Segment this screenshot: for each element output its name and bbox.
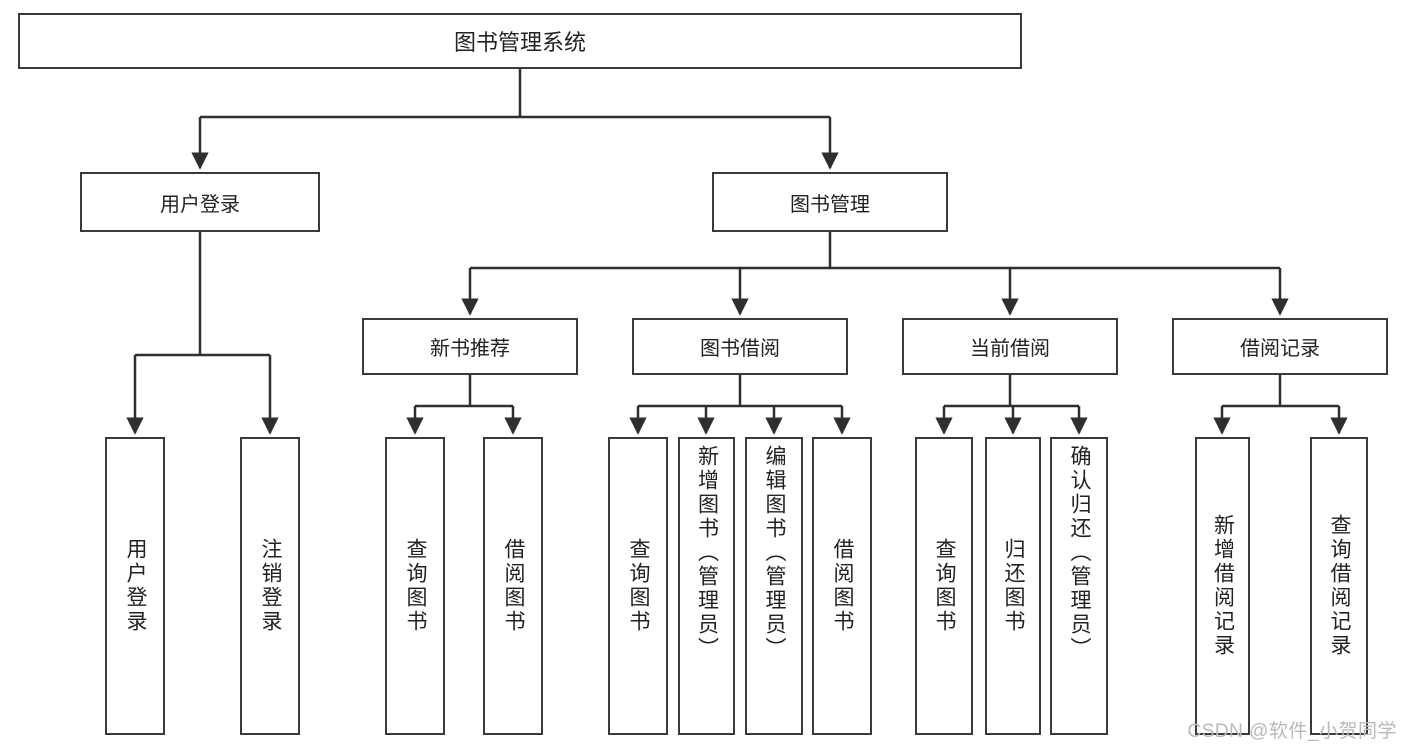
- leaf-add-book-admin[interactable]: 新增图书（管理员）: [678, 437, 735, 735]
- leaf-label: 确认归还（管理员）: [1068, 445, 1092, 661]
- node-book-management[interactable]: 图书管理: [712, 172, 948, 232]
- node-root[interactable]: 图书管理系统: [18, 13, 1022, 69]
- leaf-label: 查询借阅记录: [1328, 514, 1352, 658]
- leaf-confirm-return-admin[interactable]: 确认归还（管理员）: [1050, 437, 1108, 735]
- leaf-label: 归还图书: [1002, 538, 1026, 634]
- leaf-edit-book-admin[interactable]: 编辑图书（管理员）: [745, 437, 803, 735]
- leaf-add-borrow-record[interactable]: 新增借阅记录: [1195, 437, 1250, 735]
- node-borrow-records-label: 借阅记录: [1240, 338, 1320, 360]
- leaf-label: 用户登录: [124, 538, 148, 634]
- leaf-query-borrow-record[interactable]: 查询借阅记录: [1310, 437, 1368, 735]
- node-book-borrow[interactable]: 图书借阅: [632, 318, 848, 375]
- node-borrow-records[interactable]: 借阅记录: [1172, 318, 1388, 375]
- leaf-label: 注销登录: [259, 538, 283, 634]
- leaf-user-login[interactable]: 用户登录: [105, 437, 165, 735]
- node-new-book-recommend-label: 新书推荐: [430, 338, 510, 360]
- leaf-borrow-book[interactable]: 借阅图书: [812, 437, 872, 735]
- leaf-logout[interactable]: 注销登录: [240, 437, 300, 735]
- leaf-label: 编辑图书（管理员）: [763, 445, 787, 661]
- watermark-text: CSDN @软件_小贺同学: [1187, 721, 1397, 742]
- node-book-management-label: 图书管理: [790, 193, 870, 216]
- leaf-label: 查询图书: [627, 538, 651, 634]
- node-current-borrow[interactable]: 当前借阅: [902, 318, 1118, 375]
- leaf-label: 借阅图书: [831, 538, 855, 634]
- node-book-borrow-label: 图书借阅: [700, 338, 780, 360]
- leaf-label: 借阅图书: [502, 538, 526, 634]
- leaf-label: 新增图书（管理员）: [695, 445, 719, 661]
- leaf-query-book-recommend[interactable]: 查询图书: [385, 437, 445, 735]
- node-current-borrow-label: 当前借阅: [970, 338, 1050, 360]
- leaf-label: 查询图书: [933, 538, 957, 634]
- leaf-label: 新增借阅记录: [1211, 514, 1235, 658]
- leaf-borrow-book-recommend[interactable]: 借阅图书: [483, 437, 543, 735]
- leaf-query-book-borrow[interactable]: 查询图书: [608, 437, 668, 735]
- node-new-book-recommend[interactable]: 新书推荐: [362, 318, 578, 375]
- leaf-query-book-current[interactable]: 查询图书: [915, 437, 973, 735]
- node-user-login[interactable]: 用户登录: [80, 172, 320, 232]
- node-user-login-label: 用户登录: [160, 193, 240, 216]
- leaf-label: 查询图书: [404, 538, 428, 634]
- node-root-label: 图书管理系统: [453, 30, 586, 55]
- leaf-return-book[interactable]: 归还图书: [985, 437, 1041, 735]
